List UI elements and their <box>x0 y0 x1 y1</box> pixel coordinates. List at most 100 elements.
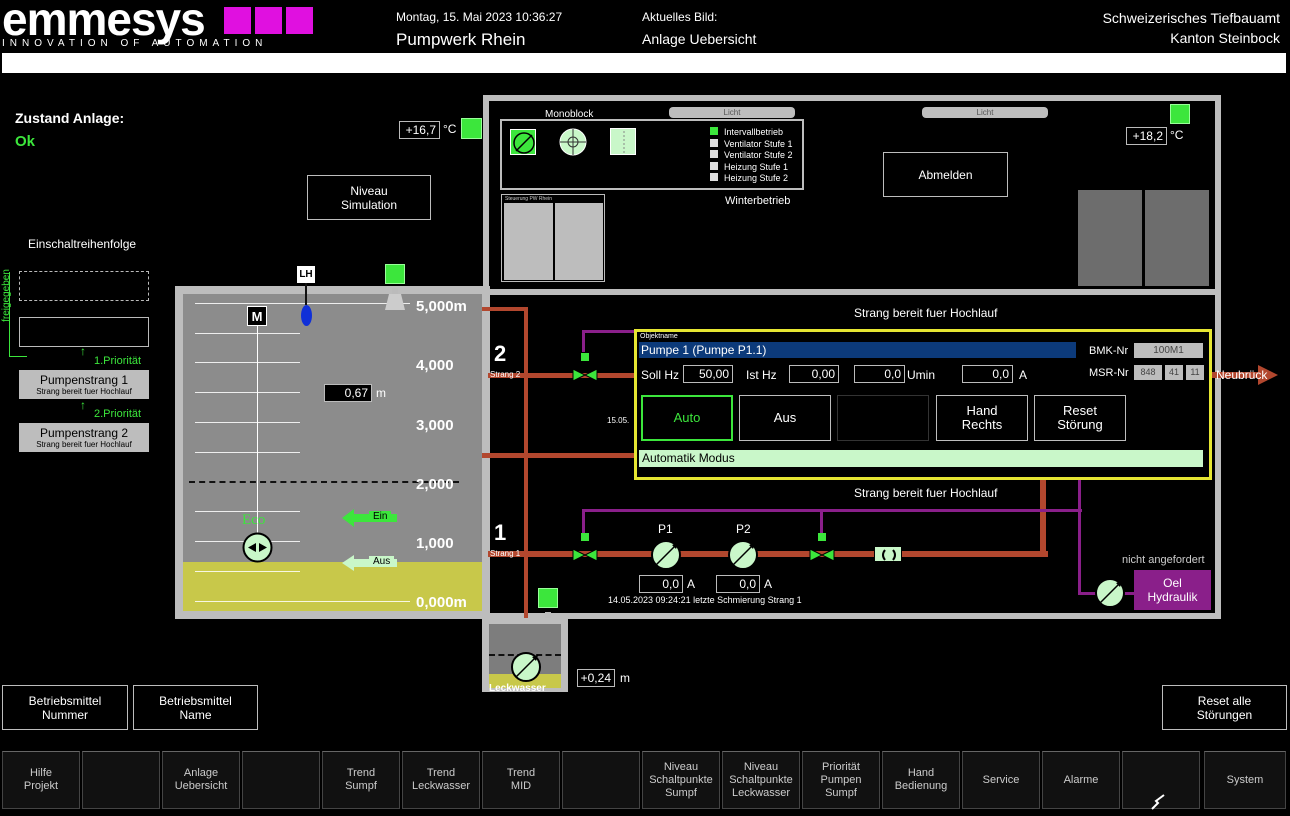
float-switch-icon <box>301 305 312 326</box>
fkey-anlage-uebersicht[interactable]: Anlage Uebersicht <box>162 751 240 809</box>
sump-level-unit: m <box>376 386 386 400</box>
datetime: Montag, 15. Mai 2023 10:36:27 <box>396 10 563 24</box>
p1-current-value: 0,0 <box>639 575 683 593</box>
mouse-cursor-icon <box>1150 793 1170 811</box>
legend-item-2: Ventilator Stufe 2 <box>724 150 793 160</box>
fkey-hand-bedienung[interactable]: Hand Bedienung <box>882 751 960 809</box>
hand-rechts-button[interactable]: Hand Rechts <box>936 395 1028 441</box>
fkey-prioritaet-pumpen[interactable]: Priorität Pumpen Sumpf <box>802 751 880 809</box>
ultrasonic-indicator <box>385 264 405 284</box>
pumpenstrang2-name: Pumpenstrang 2 <box>39 426 129 440</box>
leck-level-value: +0,24 <box>577 669 615 687</box>
motor-m-label[interactable]: M <box>247 306 267 326</box>
umin-label: Umin <box>907 368 936 382</box>
oil-pump-icon[interactable] <box>1094 577 1126 609</box>
fkey-alarme[interactable]: Alarme <box>1042 751 1120 809</box>
heater-icon[interactable] <box>610 128 636 155</box>
control-cabinet-label: Steuerung PW Rhein <box>505 196 552 202</box>
legend-swatch-1 <box>710 138 718 147</box>
level-tick-4: 4,000 <box>416 357 454 374</box>
fkey-empty-7[interactable] <box>562 751 640 809</box>
fan-icon[interactable] <box>558 127 588 157</box>
fkey-niveau-sumpf[interactable]: Niveau Schaltpunkte Sumpf <box>642 751 720 809</box>
pumpenstrang2-button[interactable]: Pumpenstrang 2 Strang bereit fuer Hochla… <box>19 423 149 452</box>
fkey-service[interactable]: Service <box>962 751 1040 809</box>
strang2-valve-icon[interactable] <box>572 353 598 383</box>
light-bar-2[interactable]: Licht <box>922 107 1048 118</box>
org-line1: Schweizerisches Tiefbauamt <box>1102 10 1280 26</box>
strang1-valve-out-icon[interactable] <box>809 533 835 563</box>
leck-indicator <box>538 588 558 608</box>
legend-item-3: Heizung Stufe 1 <box>724 161 789 172</box>
p1-current-unit: A <box>687 577 696 591</box>
station-name: Pumpwerk Rhein <box>396 30 526 49</box>
pumpenstrang1-status: Strang bereit fuer Hochlauf <box>36 387 132 396</box>
pump-p2-icon[interactable] <box>727 539 759 571</box>
strang1-number: 1 <box>494 520 507 545</box>
light-bar-1[interactable]: Licht <box>669 107 795 118</box>
level-tick-2: 2,000 <box>416 476 454 493</box>
p2-label: P2 <box>736 522 751 536</box>
status-value: Ok <box>15 133 36 150</box>
logo: emmesys INNOVATION OF AUTOMATION <box>2 0 322 52</box>
logo-tagline: INNOVATION OF AUTOMATION <box>2 38 268 49</box>
leck-pump-icon[interactable] <box>510 651 542 683</box>
betriebsmittel-nummer-button[interactable]: Betriebsmittel Nummer <box>2 685 128 730</box>
reset-stoerung-button[interactable]: Reset Störung <box>1034 395 1126 441</box>
reset-alle-button[interactable]: Reset alle Störungen <box>1162 685 1287 730</box>
sump-level-value: 0,67 <box>324 384 372 402</box>
fkey-empty-1[interactable] <box>82 751 160 809</box>
msr-label: MSR-Nr <box>1089 367 1129 379</box>
building-upper-room <box>483 95 1221 295</box>
niveau-simulation-button[interactable]: Niveau Simulation <box>307 175 431 220</box>
msr-value-0: 848 <box>1134 365 1162 380</box>
fkey-trend-mid[interactable]: Trend MID <box>482 751 560 809</box>
strang2-number: 2 <box>494 341 507 366</box>
flow-meter-icon[interactable] <box>874 546 902 562</box>
fkey-hilfe-projekt[interactable]: Hilfe Projekt <box>2 751 80 809</box>
fan-active-icon[interactable] <box>510 129 536 155</box>
pumpenstrang1-button[interactable]: Pumpenstrang 1 Strang bereit fuer Hochla… <box>19 370 149 399</box>
switchgear-cabinet[interactable] <box>1078 190 1209 286</box>
level-tick-0: 0,000m <box>416 594 467 611</box>
oil-status: nicht angefordert <box>1122 554 1205 566</box>
fkey-niveau-leckwasser[interactable]: Niveau Schaltpunkte Leckwasser <box>722 751 800 809</box>
sequence-slot <box>19 317 149 347</box>
abmelden-button[interactable]: Abmelden <box>883 152 1008 197</box>
level-sensor-lh[interactable]: LH <box>297 266 315 283</box>
schmierung-info: 14.05.2023 09:24:21 letzte Schmierung St… <box>608 595 802 605</box>
prio1-label: 1.Priorität <box>94 355 142 367</box>
fkey-trend-leckwasser[interactable]: Trend Leckwasser <box>402 751 480 809</box>
control-cabinet[interactable]: Steuerung PW Rhein <box>501 194 605 282</box>
level-dashed-line <box>189 481 459 483</box>
soll-hz-input[interactable]: 50,00 <box>683 365 733 383</box>
neubrueck-label: Neubrück <box>1216 368 1268 382</box>
leck-level-unit: m <box>620 671 630 685</box>
pump-p1-icon[interactable] <box>650 539 682 571</box>
eco-label: Eco <box>242 512 266 528</box>
temp-left-indicator <box>461 118 482 139</box>
fkey-empty-14[interactable] <box>1122 751 1200 809</box>
auto-button[interactable]: Auto <box>641 395 733 441</box>
temp-right-unit: °C <box>1170 128 1184 142</box>
neubrueck-arrow-icon <box>1258 365 1278 385</box>
msr-value-1: 41 <box>1165 365 1183 380</box>
legend-swatch-0 <box>710 127 718 135</box>
empty-button[interactable] <box>837 395 929 441</box>
logo-text: emmesys <box>2 0 206 45</box>
oil-hydraulik-button[interactable]: Oel Hydraulik <box>1134 570 1211 610</box>
strang1-valve-in-icon[interactable] <box>572 533 598 563</box>
soll-hz-label: Soll Hz <box>641 368 680 382</box>
fkey-system[interactable]: System <box>1204 751 1286 809</box>
p2-current-value: 0,0 <box>716 575 760 593</box>
fkey-empty-3[interactable] <box>242 751 320 809</box>
freigegeben-label: freigegeben <box>0 269 12 322</box>
fkey-trend-sumpf[interactable]: Trend Sumpf <box>322 751 400 809</box>
ist-hz-label: Ist Hz <box>746 368 777 382</box>
level-tick-3: 3,000 <box>416 417 454 434</box>
temp-right-value: +18,2 <box>1126 127 1167 145</box>
submersible-pump-icon[interactable] <box>242 532 273 563</box>
betriebsmittel-name-button[interactable]: Betriebsmittel Name <box>133 685 258 730</box>
aus-button[interactable]: Aus <box>739 395 831 441</box>
bmk-value: 100M1 <box>1134 343 1203 358</box>
